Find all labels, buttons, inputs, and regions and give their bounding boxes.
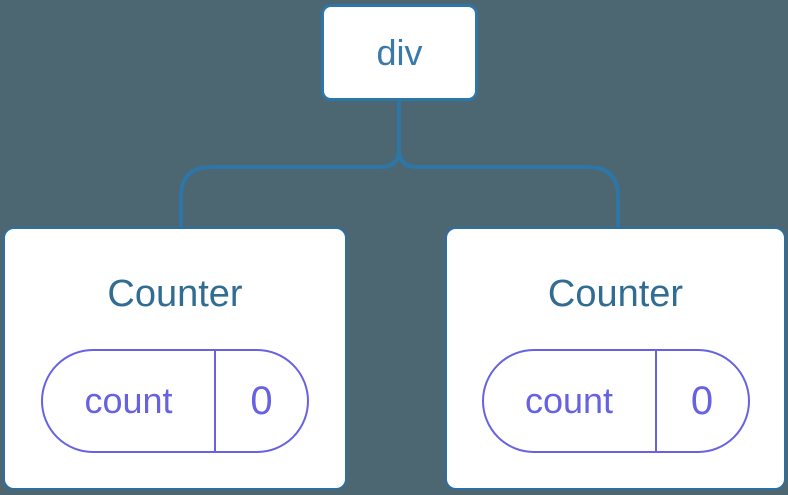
tree-node-div: div	[321, 4, 478, 101]
component-name: Counter	[547, 273, 684, 315]
component-name: Counter	[107, 273, 243, 315]
state-value: 0	[690, 378, 714, 423]
state-key: count	[43, 351, 216, 451]
tree-node-counter-right: Counter count 0	[445, 227, 786, 490]
state-pill: count 0	[41, 349, 309, 453]
tree-node-counter-left: Counter count 0	[3, 227, 347, 490]
root-node-label: div	[376, 31, 423, 73]
state-pill: count 0	[481, 349, 750, 453]
state-key: count	[484, 351, 657, 451]
state-value: 0	[250, 378, 273, 423]
